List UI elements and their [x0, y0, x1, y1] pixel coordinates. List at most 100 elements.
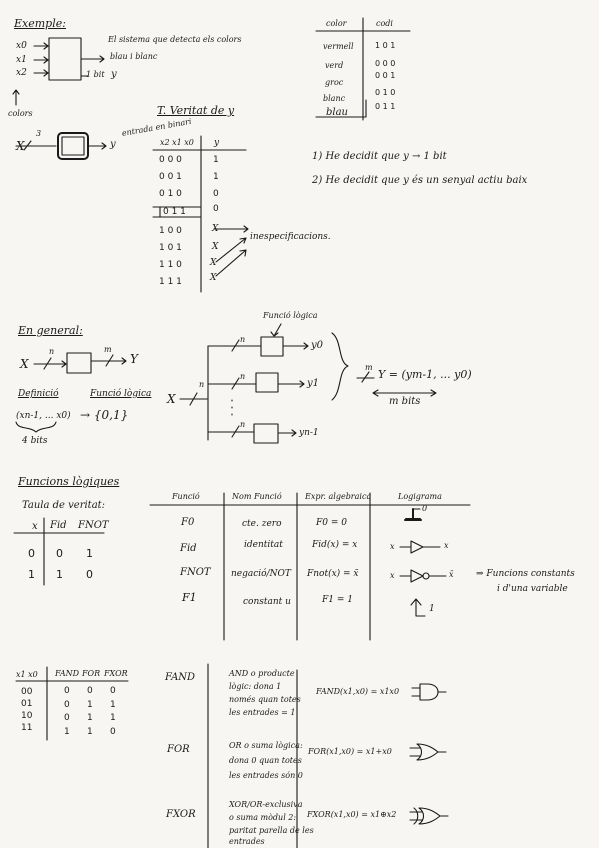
one-var-cell: 1 — [86, 547, 93, 560]
two-var-cell: 1 — [64, 727, 70, 737]
y-system-bus: 3 — [36, 129, 42, 138]
two-var-header: FXOR — [104, 669, 128, 678]
multi-n-2: n — [240, 372, 246, 381]
truth-table-y-row-inputs: 0 0 1 — [159, 172, 182, 182]
color-table-header-color: color — [326, 19, 347, 28]
fxor-desc-line: entrades — [229, 837, 265, 846]
two-var-cell: 1 — [87, 700, 93, 710]
multi-n-1: n — [240, 335, 246, 344]
truth-table-y-row-output: 0 — [213, 189, 219, 199]
one-var-cell: 0 — [86, 568, 93, 581]
truth-table-y-row-inputs: 0 1 0 — [159, 189, 182, 199]
y-system-x: X — [16, 139, 25, 153]
two-var-cell: 1 — [87, 727, 93, 737]
two-var-cell: 0 — [64, 713, 70, 723]
general-y: Y — [130, 352, 138, 366]
logic-row-expr: F1 = 1 — [322, 595, 353, 605]
multi-n-3: n — [240, 420, 246, 429]
truth-title: Taula de veritat: — [22, 500, 106, 511]
truth-table-y-row-inputs: 1 1 1 — [159, 277, 182, 287]
fxor-desc-line: XOR/OR-exclusiva — [229, 800, 303, 809]
truth-table-y-row-output: 1 — [213, 155, 219, 165]
fand-desc-line: AND o producte — [229, 669, 295, 678]
logic-title: Funcions lògiques — [18, 475, 120, 488]
for-expr: FOR(x1,x0) = x1+x0 — [308, 747, 392, 756]
color-table-row-code: 0 0 0 — [375, 59, 396, 68]
side-note-2: i d'una variable — [497, 584, 568, 594]
gate-not-in: x — [390, 571, 395, 580]
fand-desc-line: només quan totes — [229, 695, 301, 704]
two-var-cell: 00 — [21, 687, 33, 697]
one-var-cell: 1 — [56, 568, 63, 581]
logic-header-expr: Expr. algebraica — [305, 492, 372, 501]
truth-table-y-row-inputs: 1 0 0 — [159, 226, 182, 236]
gate-id-out: x — [444, 541, 449, 550]
one-var-header-x: x — [32, 521, 38, 532]
y-system-out: y — [110, 139, 116, 150]
truth-table-y-row-output: 1 — [213, 172, 219, 182]
example-block — [48, 37, 82, 81]
fand-desc-line: les entrades = 1 — [229, 708, 296, 717]
general-x: X — [20, 357, 29, 371]
general-m: m — [104, 345, 112, 354]
truth-table-y-row-output: 0 — [213, 204, 219, 214]
logic-row-expr: F0 = 0 — [316, 518, 347, 528]
example-input-x0: x0 — [16, 41, 27, 51]
truth-table-y-row-output: X — [212, 242, 219, 252]
truth-table-y-title: T. Veritat de y — [157, 104, 235, 117]
two-var-cell: 10 — [21, 711, 33, 721]
example-input-x1: x1 — [16, 55, 27, 65]
one-var-cell: 1 — [28, 568, 35, 581]
decision-1: 1) He decidit que y → 1 bit — [312, 151, 447, 162]
logic-row-f: F0 — [181, 517, 195, 528]
two-var-cell: 0 — [110, 686, 116, 696]
color-table-row-name: blau — [326, 107, 349, 118]
two-var-cell: 1 — [110, 713, 116, 723]
logic-row-name: negació/NOT — [231, 569, 291, 579]
general-func-label: Funció lògica — [90, 389, 152, 399]
color-table-row-code: 0 0 1 — [375, 71, 396, 80]
truth-table-y-row-output: X — [212, 224, 219, 234]
color-table-header-codi: codi — [376, 19, 393, 28]
multi-x: X — [167, 392, 176, 406]
two-var-cell: 1 — [87, 713, 93, 723]
general-bits-note: 4 bits — [22, 436, 48, 446]
fxor-desc-line: o suma mòdul 2: — [229, 813, 297, 822]
multi-n: n — [199, 380, 205, 389]
fxor-label: FXOR — [166, 809, 196, 820]
color-table-row-code: 0 1 0 — [375, 88, 396, 97]
fand-expr: FAND(x1,x0) = x1x0 — [316, 687, 400, 696]
output-y1: y1 — [307, 378, 320, 389]
example-out-label: 1 bit — [86, 70, 105, 79]
truth-table-y-header-output: y — [214, 138, 220, 148]
general-n: n — [49, 347, 55, 356]
side-note-1: ⇒ Funcions constants — [476, 569, 575, 579]
general-domain-label: Definició — [18, 389, 59, 399]
one-var-cell: 0 — [28, 547, 35, 560]
example-desc-line2: blau i blanc — [110, 52, 158, 61]
truth-table-y-row-inputs: 0 1 1 — [163, 207, 186, 217]
color-table-row-code: 1 0 1 — [375, 41, 396, 50]
truth-table-y-header-inputs: x2 x1 x0 — [160, 138, 194, 147]
two-var-header: x1 x0 — [16, 670, 38, 679]
gate-not-out: x̄ — [449, 570, 454, 579]
fand-label: FAND — [165, 672, 196, 683]
logic-header-logigrama: Logigrama — [398, 492, 442, 501]
inespecificacions-note: inespecificacions. — [250, 232, 331, 242]
one-var-header-fnot: FNOT — [78, 520, 109, 531]
logic-row-expr: Fnot(x) = x̄ — [307, 569, 359, 579]
color-table-row-name: verd — [325, 61, 344, 70]
two-var-cell: 0 — [64, 686, 70, 696]
logic-row-name: constant u — [243, 597, 291, 607]
func-logica-top: Funció lògica — [263, 311, 318, 320]
one-var-header-fid: Fid — [50, 520, 67, 531]
example-title: Exemple: — [14, 17, 66, 30]
output-yn-1: yn-1 — [299, 428, 319, 438]
two-var-header: FOR — [82, 669, 101, 678]
example-desc-line1: El sistema que detecta els colors — [108, 35, 242, 44]
two-var-cell: 0 — [110, 727, 116, 737]
for-desc-line: OR o suma lògica: — [229, 741, 303, 750]
fand-desc-line: lògic: dona 1 — [229, 682, 282, 691]
result-y: Y = (ym-1, ... y0) — [378, 368, 472, 381]
general-title: En general: — [18, 324, 83, 337]
